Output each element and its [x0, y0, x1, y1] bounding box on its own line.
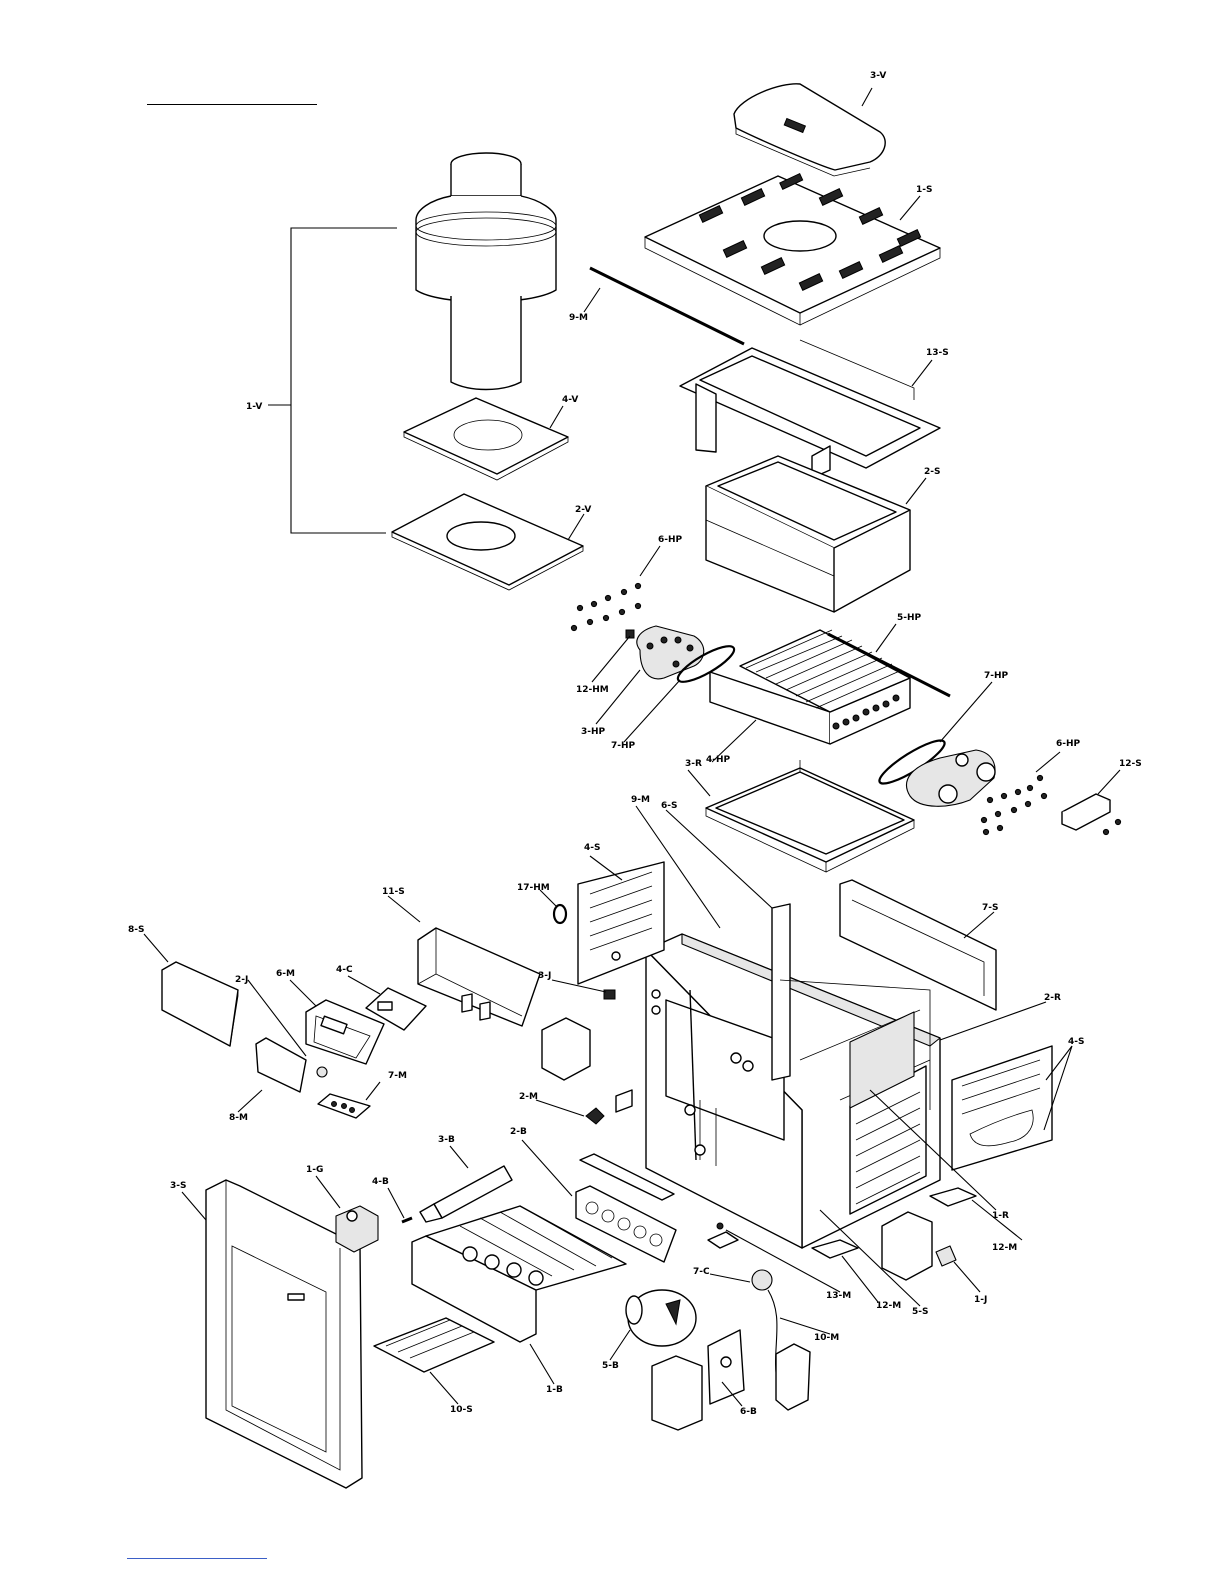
label-10-m: 10-M: [814, 1333, 839, 1343]
label-4-s-right: 4-S: [1068, 1037, 1084, 1047]
label-8-s: 8-S: [128, 925, 144, 935]
sensor-2m-part: [586, 1090, 632, 1124]
control-cover-8s: [162, 962, 238, 1046]
top-frame-part: [680, 340, 940, 478]
label-3-v: 3-V: [870, 71, 886, 81]
label-17-hm: 17-HM: [517, 883, 550, 893]
label-3-b: 3-B: [438, 1135, 455, 1145]
label-6-hp-top: 6-HP: [658, 535, 683, 545]
label-5-s: 5-S: [912, 1307, 928, 1317]
transformer-1j: [936, 1246, 956, 1266]
label-7-hp-left: 7-HP: [611, 741, 636, 751]
orifice-4b: [402, 1218, 412, 1222]
vent-plate-part: [404, 398, 568, 480]
label-13-m: 13-M: [826, 1291, 851, 1301]
label-2-s: 2-S: [924, 467, 940, 477]
top-panel-part: [645, 174, 940, 325]
knob-2j-part: [317, 1067, 327, 1077]
shield-12m-b: [812, 1240, 858, 1258]
transformer-cover-part: [542, 1018, 590, 1080]
gas-valve-1g: [336, 1206, 378, 1252]
label-6-m: 6-M: [276, 969, 295, 979]
label-1-s: 1-S: [916, 185, 932, 195]
floor-shield-10s: [374, 1318, 494, 1372]
label-7-c: 7-C: [693, 1267, 710, 1277]
label-1-r: 1-R: [992, 1211, 1009, 1221]
label-6-s: 6-S: [661, 801, 677, 811]
label-12-m-right: 12-M: [992, 1243, 1017, 1253]
label-8-m: 8-M: [229, 1113, 248, 1123]
label-4-hp: 4-HP: [706, 755, 731, 765]
label-1-v: 1-V: [246, 402, 262, 412]
side-panel-right-part: [952, 1046, 1052, 1170]
label-12-hm: 12-HM: [576, 685, 609, 695]
header-left-part: [626, 626, 704, 679]
label-7-s: 7-S: [982, 903, 998, 913]
label-1-b: 1-B: [546, 1385, 563, 1395]
nuts-set-top: [571, 583, 640, 630]
panel-7s-part: [840, 880, 996, 1010]
label-2-m: 2-M: [519, 1092, 538, 1102]
pressure-switch-7c: [752, 1270, 778, 1386]
label-4-s-top: 4-S: [584, 843, 600, 853]
gasket-strip-part: [590, 268, 744, 344]
label-2-j: 2-J: [235, 975, 248, 985]
blower-plate-6b: [708, 1330, 744, 1404]
label-4-c: 4-C: [336, 965, 353, 975]
label-4-v: 4-V: [562, 395, 578, 405]
nuts-set-right: [981, 775, 1046, 834]
relay-3j-part: [604, 990, 615, 999]
label-11-s: 11-S: [382, 887, 405, 897]
label-9-m-top: 9-M: [569, 313, 588, 323]
header-right-part: [907, 750, 996, 806]
label-12-m-left: 12-M: [876, 1301, 901, 1311]
label-6-b: 6-B: [740, 1407, 757, 1417]
blower-5b: [626, 1290, 696, 1346]
label-2-b: 2-B: [510, 1127, 527, 1137]
bracket-13m: [708, 1223, 738, 1248]
label-3-hp: 3-HP: [581, 727, 606, 737]
air-box-part: [652, 1356, 702, 1430]
label-7-hp-right: 7-HP: [984, 671, 1009, 681]
vent-hood-part: [416, 153, 556, 390]
label-12-s: 12-S: [1119, 759, 1142, 769]
label-3-r: 3-R: [685, 759, 702, 769]
label-1-g: 1-G: [306, 1165, 323, 1175]
top-cover-part: [734, 84, 885, 176]
label-6-hp-right: 6-HP: [1056, 739, 1081, 749]
junction-box-11s: [418, 928, 540, 1026]
vent-base-plate-part: [392, 494, 583, 590]
grommet-17hm: [554, 905, 566, 923]
label-2-v: 2-V: [575, 505, 591, 515]
label-13-s: 13-S: [926, 348, 949, 358]
label-1-j: 1-J: [974, 1295, 987, 1305]
label-5-b: 5-B: [602, 1361, 619, 1371]
shield-12m-a: [930, 1188, 976, 1206]
flue-collector-part: [706, 456, 910, 612]
cover-box-part: [882, 1212, 932, 1280]
label-5-hp: 5-HP: [897, 613, 922, 623]
chamber-tray-part: [706, 760, 914, 872]
switch-plate-7m: [318, 1094, 370, 1118]
label-7-m: 7-M: [388, 1071, 407, 1081]
label-10-s: 10-S: [450, 1405, 473, 1415]
bracket-12s-part: [1062, 794, 1121, 835]
label-4-b: 4-B: [372, 1177, 389, 1187]
vent-assembly-bracket: [268, 228, 397, 533]
label-3-j: 3-J: [538, 971, 551, 981]
label-9-m-mid: 9-M: [631, 795, 650, 805]
igniter-module-10m: [776, 1344, 810, 1410]
label-3-s: 3-S: [170, 1181, 186, 1191]
label-2-r: 2-R: [1044, 993, 1061, 1003]
